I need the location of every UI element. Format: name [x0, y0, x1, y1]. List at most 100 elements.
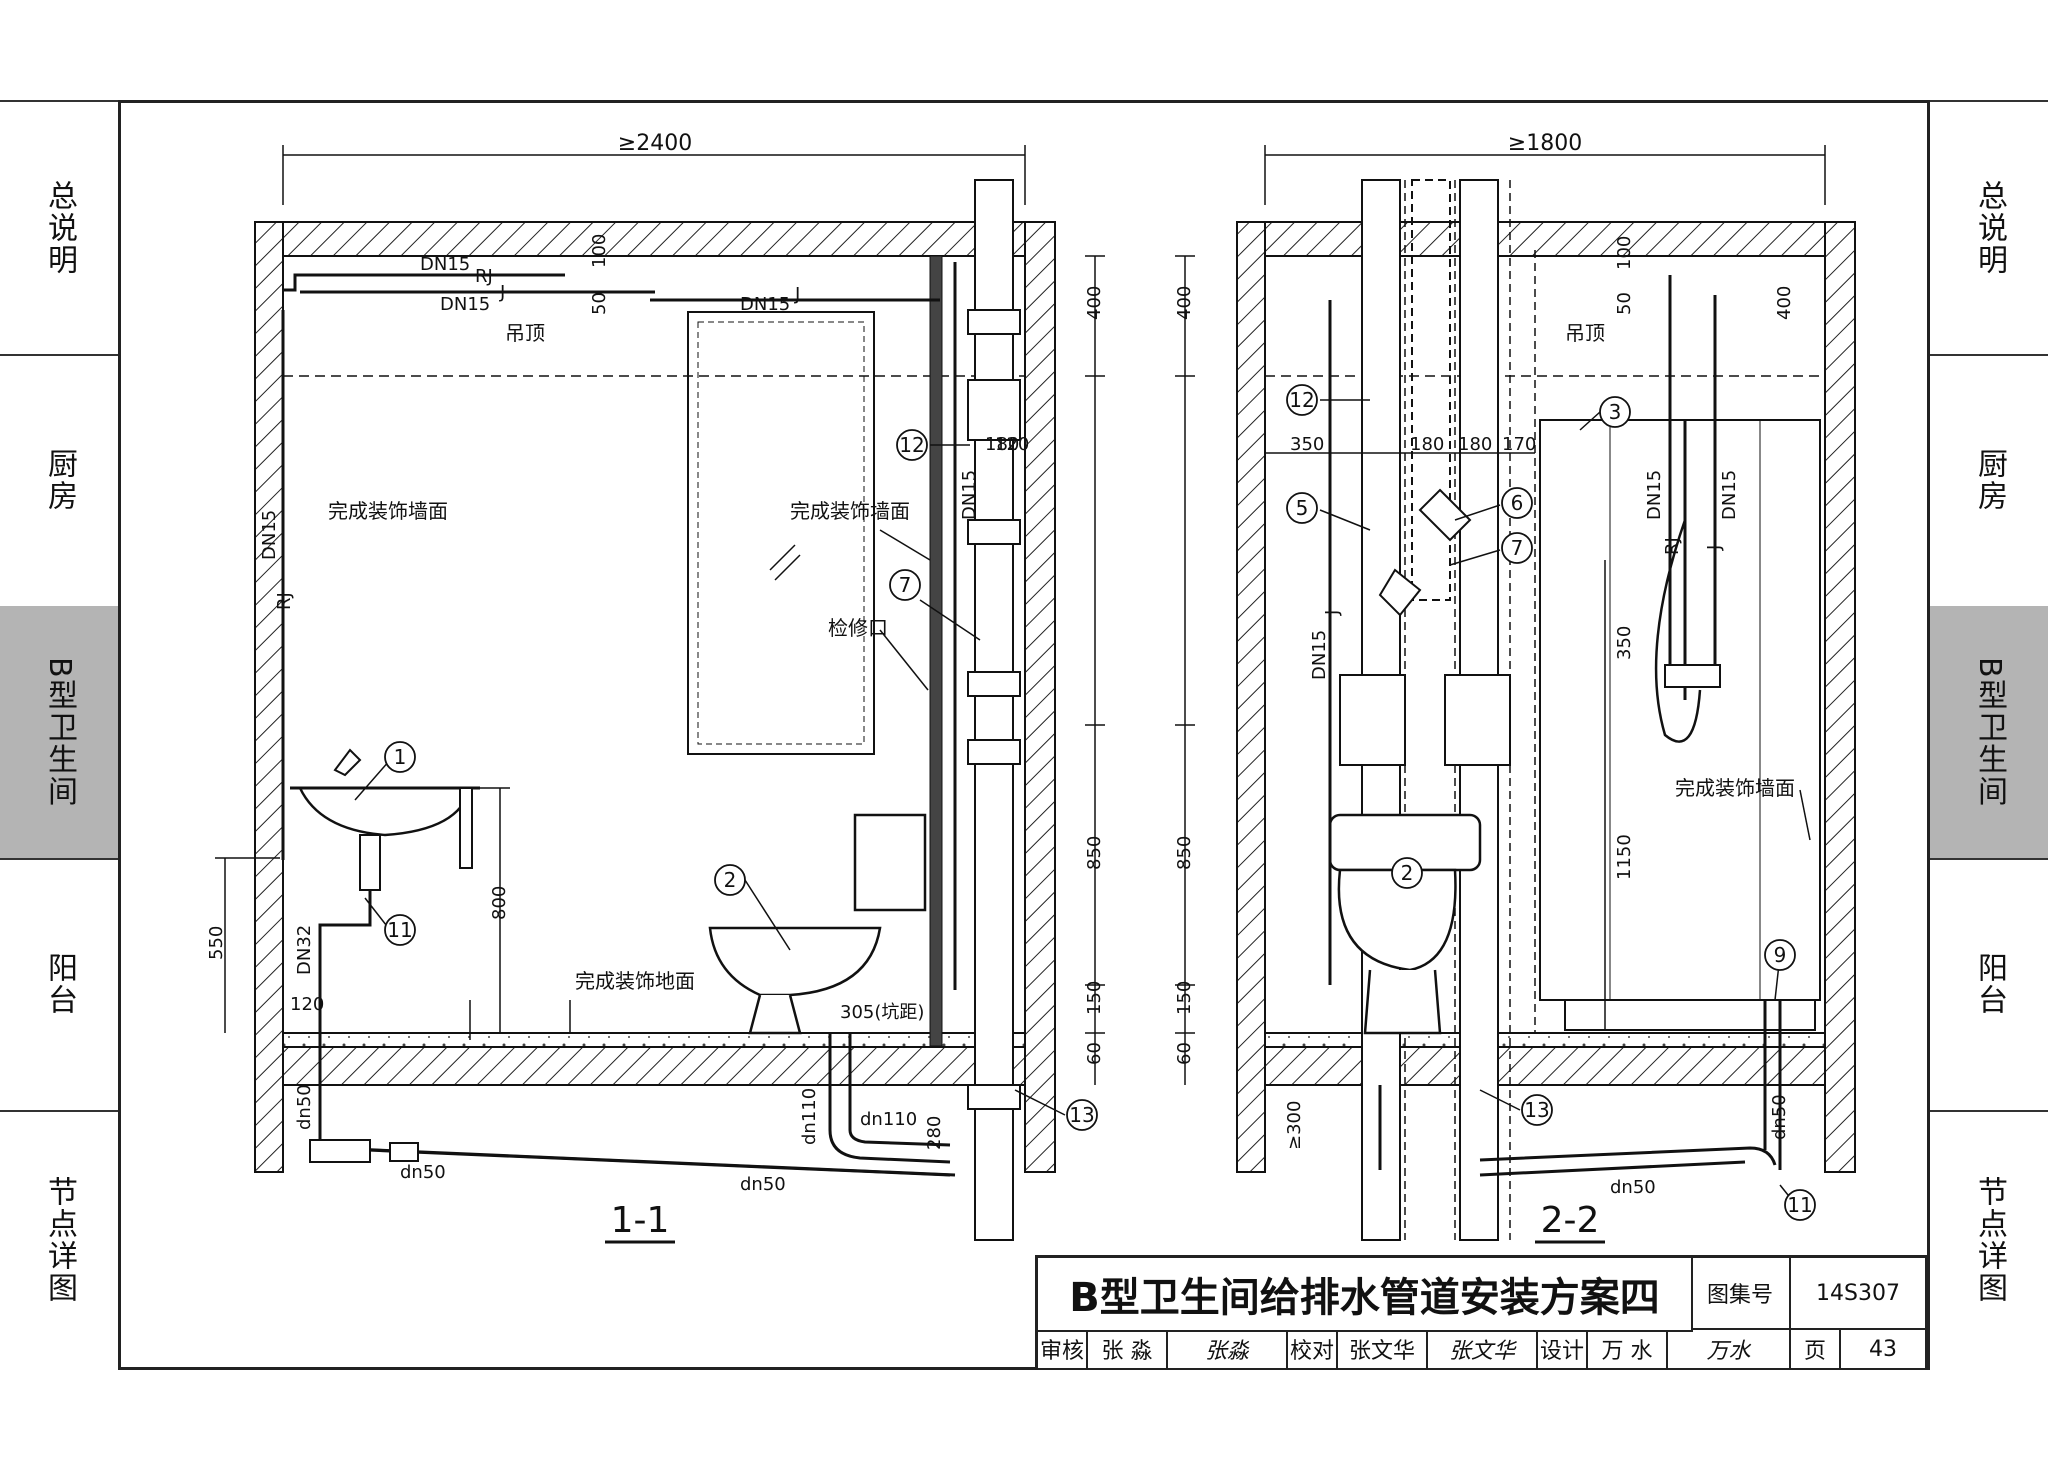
dim-label: 850 — [1084, 836, 1105, 870]
dim-label: 120 — [290, 994, 324, 1015]
ceiling-label: 吊顶 — [505, 321, 545, 345]
nav-tab-label: 阳台 — [42, 952, 77, 1016]
pipe-label: DN32 — [294, 925, 315, 975]
nav-tab-details-left[interactable]: 节点详图 — [0, 1115, 118, 1365]
dim-label: 150 — [1174, 981, 1195, 1015]
dim-label: 170 — [1502, 434, 1536, 455]
pipe-label: J — [1322, 610, 1343, 616]
section-2-2 — [1175, 145, 1856, 1241]
dim-label: 800 — [489, 886, 510, 920]
callout-9: 9 — [1774, 943, 1787, 967]
pipe-label: dn110 — [799, 1088, 820, 1145]
nav-tab-label: 阳台 — [1972, 952, 2007, 1016]
dim-label: 280 — [924, 1116, 945, 1150]
dim-label: 120 — [995, 434, 1029, 455]
nav-tab-label: B型卫生间 — [42, 656, 77, 808]
pipe-label: DN15 — [440, 294, 490, 315]
section-title: 1-1 — [611, 1200, 670, 1241]
callout-11: 11 — [1787, 1193, 1812, 1217]
pipe-label: DN15 — [740, 294, 790, 315]
nav-tab-label: 厨房 — [1972, 448, 2007, 512]
nav-tab-balcony[interactable]: 阳台 — [0, 858, 118, 1112]
nav-tab-details-right[interactable]: 节点详图 — [1930, 1115, 2048, 1365]
pipe-label: RJ — [475, 266, 493, 287]
pipe-label: DN15 — [1644, 470, 1665, 520]
access-label: 检修口 — [828, 616, 888, 640]
section-1-1-callout-text: 12 7 1 11 2 13 — [387, 433, 1094, 1127]
pipe-label: DN15 — [959, 470, 980, 520]
pipe-label: J — [499, 282, 505, 303]
pipe-label: J — [794, 284, 800, 305]
designer-name: 万 水 — [1588, 1330, 1668, 1370]
right-nav: 总说明 厨房 B型卫生间 阳台 — [1930, 100, 2048, 1118]
dim-label: 1150 — [1614, 834, 1635, 880]
nav-tab-bathroom-b[interactable]: B型卫生间 — [1930, 606, 2048, 860]
ceiling-label: 吊顶 — [1565, 321, 1605, 345]
atlas-label: 图集号 — [1691, 1258, 1791, 1330]
left-nav: 总说明 厨房 B型卫生间 阳台 — [0, 100, 118, 1118]
pipe-label: dn50 — [294, 1084, 315, 1130]
callout-11: 11 — [387, 918, 412, 942]
nav-tab-bathroom-b[interactable]: B型卫生间 — [0, 606, 118, 860]
pipe-label: dn110 — [860, 1109, 917, 1130]
width-dimension: ≥2400 — [618, 131, 692, 156]
nav-tab-label: 总说明 — [42, 180, 77, 276]
section-1-1 — [215, 145, 1105, 1241]
drawing-frame — [118, 100, 1930, 1370]
dim-label: 400 — [1084, 286, 1105, 320]
dim-label: 400 — [1774, 286, 1795, 320]
callout-6: 6 — [1511, 491, 1524, 515]
dim-label: 180 — [1458, 434, 1492, 455]
callout-13: 13 — [1524, 1098, 1549, 1122]
dim-label: 100 — [1614, 236, 1635, 270]
dim-label: 50 — [589, 292, 610, 315]
dim-label: 60 — [1174, 1042, 1195, 1065]
section-2-2-labels: ≥1800 吊顶 完成装饰墙面 DN15 J DN15 DN15 RJ J dn… — [1174, 131, 1795, 1241]
review-label: 审核 — [1038, 1330, 1088, 1370]
section-2-2-callout-text: 12 3 5 6 7 2 9 13 11 — [1289, 388, 1812, 1217]
finish-wall-label: 完成装饰墙面 — [1675, 776, 1795, 800]
section-title: 2-2 — [1541, 1200, 1600, 1241]
pipe-label: RJ — [274, 592, 295, 610]
pipe-label: DN15 — [259, 510, 280, 560]
dim-label: 180 — [1410, 434, 1444, 455]
nav-tab-label: B型卫生间 — [1972, 656, 2007, 808]
dim-label: 100 — [589, 234, 610, 268]
callout-2: 2 — [724, 868, 737, 892]
nav-tab-label: 厨房 — [42, 448, 77, 512]
drawing-title: B型卫生间给排水管道安装方案四 — [1038, 1258, 1693, 1332]
nav-tab-balcony[interactable]: 阳台 — [1930, 858, 2048, 1112]
pipe-label: J — [1704, 545, 1725, 551]
reviewer-name: 张 淼 — [1088, 1330, 1168, 1370]
callout-1: 1 — [394, 745, 407, 769]
callout-7: 7 — [899, 573, 912, 597]
pipe-label: dn50 — [740, 1174, 786, 1195]
nav-tab-general[interactable]: 总说明 — [1930, 102, 2048, 356]
callout-3: 3 — [1609, 400, 1622, 424]
checker-name: 张文华 — [1338, 1330, 1428, 1370]
pipe-label: RJ — [1662, 537, 1683, 555]
dim-label: 60 — [1084, 1042, 1105, 1065]
checker-signature: 张文华 — [1428, 1330, 1538, 1370]
callout-12: 12 — [1289, 388, 1314, 412]
dim-label: ≥300 — [1284, 1101, 1305, 1150]
reviewer-signature: 张淼 — [1168, 1330, 1288, 1370]
pipe-label: DN15 — [1309, 630, 1330, 680]
callout-12: 12 — [899, 433, 924, 457]
nav-tab-general[interactable]: 总说明 — [0, 102, 118, 356]
designer-signature: 万水 — [1668, 1330, 1791, 1370]
page-number: 43 — [1841, 1330, 1927, 1370]
section-1-1-callouts — [384, 429, 1098, 1131]
title-block: B型卫生间给排水管道安装方案四 图集号 14S307 审核 张 淼 张淼 校对 … — [1035, 1255, 1927, 1370]
dim-label: 350 — [1614, 626, 1635, 660]
finish-wall-label: 完成装饰墙面 — [790, 499, 910, 523]
pipe-label: DN15 — [1719, 470, 1740, 520]
callout-2: 2 — [1401, 861, 1414, 885]
page-label: 页 — [1791, 1330, 1841, 1370]
dim-label: 180 — [985, 434, 1019, 455]
dim-label: 400 — [1174, 286, 1195, 320]
dim-label: 150 — [1084, 981, 1105, 1015]
dim-label: 850 — [1174, 836, 1195, 870]
check-label: 校对 — [1288, 1330, 1338, 1370]
